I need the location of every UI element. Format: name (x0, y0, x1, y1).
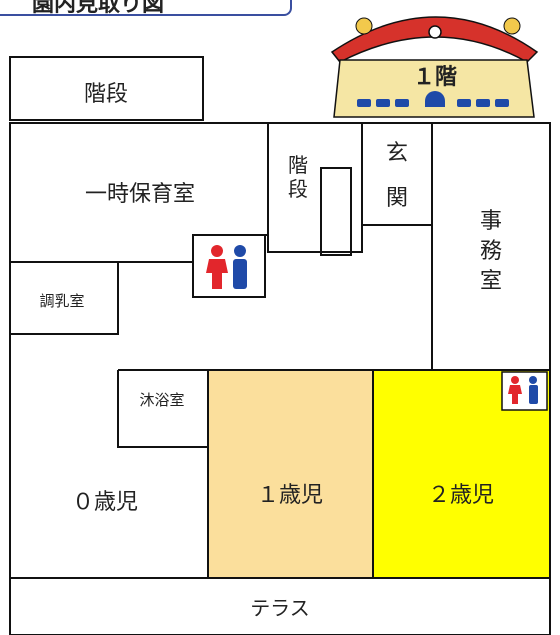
building-icon: １階 (330, 16, 539, 118)
label-entrance-2: 関 (386, 186, 408, 211)
label-bath-room: 沐浴室 (139, 391, 184, 409)
label-office-1: 事 (480, 209, 502, 234)
room-age1-fill (207, 369, 374, 579)
label-age2: ２歳児 (428, 483, 494, 508)
label-stairs-small-2: 段 (288, 177, 308, 201)
label-entrance-1: 玄 (386, 141, 408, 166)
label-stairs-top: 階段 (84, 82, 128, 107)
label-formula-room: 調乳室 (39, 292, 84, 310)
title-box: 園内見取り図 (0, 0, 292, 16)
stairs-inner-box (320, 167, 352, 256)
label-terrace: テラス (250, 596, 310, 620)
label-age1: １歳児 (257, 483, 323, 508)
room-stairs-top-frame (9, 56, 204, 121)
page-title: 園内見取り図 (32, 0, 165, 16)
label-stairs-small-1: 階 (288, 153, 308, 177)
label-temp-childcare: 一時保育室 (85, 182, 195, 207)
room-stairs-small-frame (267, 123, 363, 253)
label-office-3: 室 (480, 269, 502, 294)
label-age0: ０歳児 (72, 490, 138, 515)
building-badge-label: １階 (413, 65, 457, 90)
toilet-icon (501, 371, 548, 411)
label-office-2: 務 (480, 239, 502, 264)
toilet-icon (192, 234, 266, 298)
